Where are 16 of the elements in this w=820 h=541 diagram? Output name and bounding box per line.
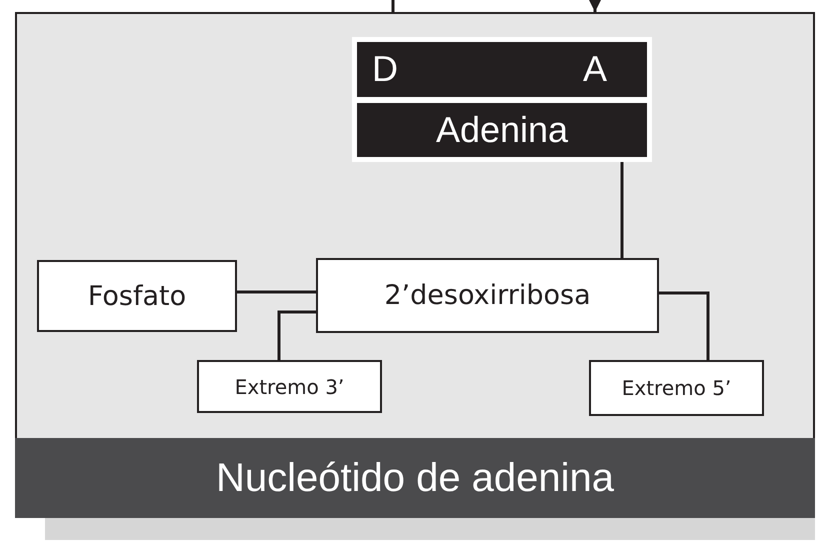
connector-line — [392, 0, 394, 12]
component-box: Extremo 3’ — [197, 360, 382, 413]
panel-title: Nucleótido de adenina — [15, 438, 815, 518]
connector-line — [237, 290, 316, 294]
base-card — [352, 37, 652, 162]
base-label: Adenina — [357, 102, 647, 157]
letter-label: D — [372, 48, 398, 90]
component-box: Extremo 5’ — [589, 360, 764, 416]
connector-line — [620, 162, 624, 258]
letter-label: A — [582, 48, 607, 90]
component-box: Fosfato — [37, 260, 237, 332]
connector-line — [659, 292, 710, 360]
arrow — [589, 0, 601, 12]
panel — [15, 12, 815, 518]
connector-line — [278, 310, 316, 360]
component-box: 2’desoxirribosa — [316, 258, 659, 333]
